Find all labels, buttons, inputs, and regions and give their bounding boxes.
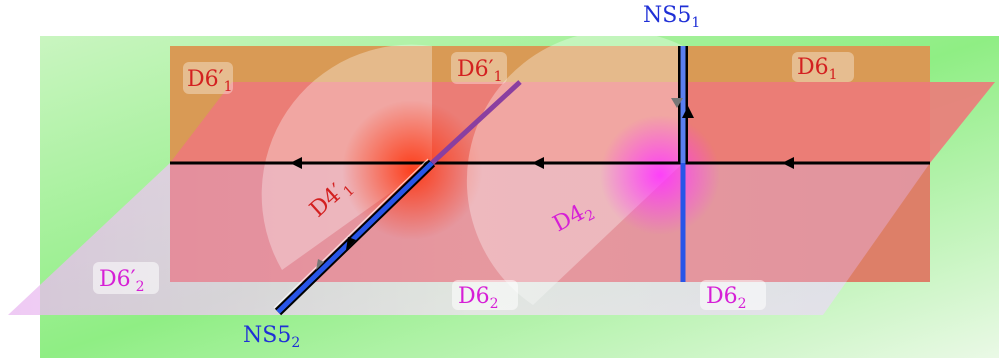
ns5-1-arrow-up [682, 106, 694, 118]
label-d6-2-mid: D62 [458, 284, 499, 312]
d4p1-glow [342, 100, 482, 240]
ns5-2-line [276, 161, 434, 314]
ns5-2-inner [273, 158, 429, 309]
purple-brane-edge [430, 80, 522, 165]
label-bg-d6p2 [93, 262, 159, 294]
label-d6p1-left: D6′1 [187, 67, 233, 95]
label-ns5-2: NS52 [243, 323, 300, 351]
label-d6p1-mid: D6′1 [457, 57, 503, 85]
arrow-left-2 [532, 157, 544, 169]
ns5-2-arrow-gray [316, 259, 324, 270]
label-d6p2: D6′2 [99, 267, 145, 295]
arrow-left-3 [782, 157, 794, 169]
label-bg-d6-1 [792, 52, 854, 82]
ns5-2-arrow-down [346, 237, 356, 250]
label-ns5-1: NS51 [643, 3, 700, 31]
label-bg-d6-2-mid [452, 280, 518, 310]
label-bg-d6-2-right [700, 280, 766, 310]
d4-2-glow [600, 115, 720, 235]
arrow-left-1 [290, 157, 302, 169]
label-bg-d6p1-left [183, 62, 233, 94]
label-d6-1: D61 [797, 55, 838, 83]
label-bg-d6p1-mid [451, 52, 507, 84]
d4-2-wedge [466, 30, 683, 306]
ns5-1-arrow-down [671, 98, 683, 108]
label-d6-2-right: D62 [706, 284, 747, 312]
